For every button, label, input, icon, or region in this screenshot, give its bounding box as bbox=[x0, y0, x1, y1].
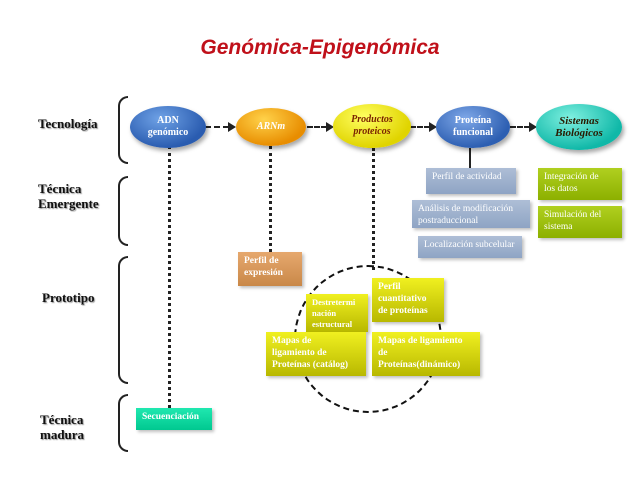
bracket-madura bbox=[118, 394, 128, 452]
box-label-line: Proteínas (catálog) bbox=[272, 360, 349, 370]
node-label-line: proteicos bbox=[353, 126, 391, 137]
node-arnm: ARNm bbox=[236, 108, 306, 146]
page-title: Genómica-Epigenómica bbox=[200, 36, 440, 59]
arrow-head bbox=[429, 122, 437, 132]
box-label-line: sistema bbox=[544, 222, 573, 232]
box-perfil-expresion: Perfil de expresión bbox=[238, 252, 302, 286]
node-label-line: ADN bbox=[157, 115, 179, 126]
node-label-line: genómico bbox=[147, 127, 189, 138]
box-simulacion-sistema: Simulación del sistema bbox=[538, 206, 622, 238]
box-label-line: expresión bbox=[244, 268, 283, 278]
arrow-line bbox=[510, 126, 530, 128]
row-label-tecnica-emergente: Técnica Emergente bbox=[38, 181, 99, 211]
box-label-line: Integración de bbox=[544, 172, 599, 182]
box-analisis-modificacion: Análisis de modificación postraduccional bbox=[412, 200, 530, 228]
box-localizacion-subcelular: Localización subcelular bbox=[418, 236, 522, 258]
box-label-line: ligamiento de bbox=[272, 348, 327, 358]
box-label-line: de proteínas bbox=[378, 306, 428, 316]
row-label-tecnica-madura: Técnica madura bbox=[40, 412, 84, 442]
node-label-line: ARNm bbox=[256, 121, 286, 132]
bracket-emergente bbox=[118, 176, 128, 246]
box-mapas-catalogo: Mapas de ligamiento de Proteínas (catálo… bbox=[266, 332, 366, 376]
connector-productos bbox=[372, 148, 375, 270]
box-integracion-datos: Integración de los datos bbox=[538, 168, 622, 200]
box-label-line: Análisis de modificación bbox=[418, 204, 513, 214]
box-label-line: postraduccional bbox=[418, 216, 479, 226]
box-secuenciacion: Secuenciación bbox=[136, 408, 212, 430]
box-label-line: estructural bbox=[312, 319, 353, 329]
box-label-line: nación bbox=[312, 308, 337, 318]
box-destreterminacion-estructural: Destretermi nación estructural bbox=[306, 294, 368, 332]
node-label-line: Biológicos bbox=[555, 127, 603, 139]
row-label-line: Técnica bbox=[40, 412, 84, 427]
box-label: Secuenciación bbox=[142, 412, 199, 422]
box-mapas-dinamico: Mapas de ligamiento de Proteínas(dinámic… bbox=[372, 332, 480, 376]
connector-arnm bbox=[269, 146, 272, 252]
box-label: Localización subcelular bbox=[424, 240, 515, 250]
node-label-line: funcional bbox=[452, 127, 493, 138]
arrow-line bbox=[410, 126, 430, 128]
node-label-line: Proteína bbox=[454, 115, 492, 126]
row-label-line: Técnica bbox=[38, 181, 82, 196]
arrow-head bbox=[529, 122, 537, 132]
node-label-line: Productos bbox=[351, 114, 393, 125]
row-label-line: madura bbox=[40, 427, 85, 442]
box-label-line: Proteínas(dinámico) bbox=[378, 360, 461, 370]
box-label-line: Mapas de bbox=[272, 336, 312, 346]
row-label-line: Emergente bbox=[38, 196, 99, 211]
arrow-head bbox=[326, 122, 334, 132]
row-label-prototipo: Prototipo bbox=[42, 290, 95, 305]
box-label-line: Simulación del bbox=[544, 210, 602, 220]
row-label-tecnologia: Tecnología bbox=[38, 116, 98, 131]
bracket-tecnologia bbox=[118, 96, 128, 164]
bracket-prototipo bbox=[118, 256, 128, 384]
box-label-line: cuantitativo bbox=[378, 294, 427, 304]
arrow-head bbox=[228, 122, 236, 132]
connector-adn bbox=[168, 146, 171, 408]
box-label-line: los datos bbox=[544, 184, 578, 194]
arrow-line bbox=[307, 126, 327, 128]
box-label-line: Mapas de ligamiento de bbox=[378, 336, 463, 358]
box-label-line: Destretermi bbox=[312, 297, 356, 307]
box-perfil-cuantitativo: Perfil cuantitativo de proteínas bbox=[372, 278, 444, 322]
box-label-line: Perfil de bbox=[244, 256, 279, 266]
box-label-line: Perfil bbox=[378, 282, 401, 292]
node-label-line: Sistemas bbox=[559, 115, 599, 127]
box-label: Perfil de actividad bbox=[432, 172, 502, 182]
arrow-line bbox=[205, 126, 229, 128]
box-perfil-actividad: Perfil de actividad bbox=[426, 168, 516, 194]
